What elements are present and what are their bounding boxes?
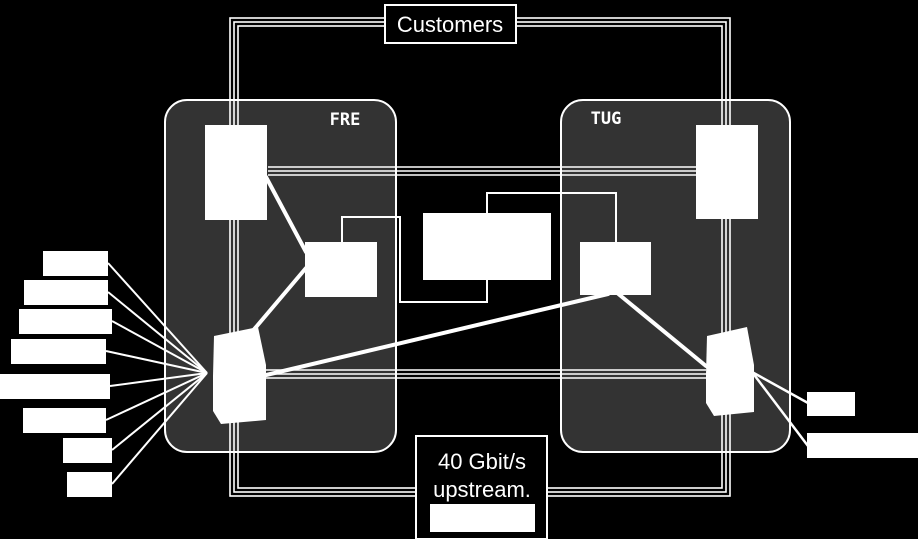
fre-switch-icon <box>213 327 266 424</box>
backbone-links-lower <box>264 369 706 379</box>
upstream-label-line1: 40 Gbit/s <box>438 449 526 474</box>
left-stub-boxes <box>0 251 112 497</box>
right-stub-1 <box>807 392 855 416</box>
left-stub-3 <box>19 309 112 334</box>
fre-router-box <box>205 125 267 220</box>
fre-small-box <box>305 242 377 297</box>
left-stub-4 <box>11 339 106 364</box>
fanout-links-right <box>751 370 809 447</box>
left-stub-1 <box>43 251 108 276</box>
fanout-links-left <box>105 262 208 485</box>
site-tug-label: TUG <box>591 109 622 129</box>
backbone-links-upper <box>268 166 696 176</box>
tug-switch-icon <box>706 327 754 416</box>
customers-label: Customers <box>397 12 503 37</box>
tug-router-box <box>696 125 758 219</box>
left-stub-7 <box>63 438 112 463</box>
upstream-label-line2: upstream. <box>433 477 531 502</box>
left-stub-6 <box>23 408 106 433</box>
customers-label-box <box>384 4 517 44</box>
tug-small-box <box>580 242 651 295</box>
upstream-redacted-box <box>430 504 535 532</box>
site-fre-label: FRE <box>330 110 361 130</box>
left-stub-2 <box>24 280 108 305</box>
management-link <box>341 192 617 303</box>
right-stub-boxes <box>807 392 918 458</box>
left-stub-8 <box>67 472 112 497</box>
center-box <box>423 213 551 280</box>
left-stub-5 <box>0 374 110 399</box>
right-stub-2 <box>807 433 918 458</box>
